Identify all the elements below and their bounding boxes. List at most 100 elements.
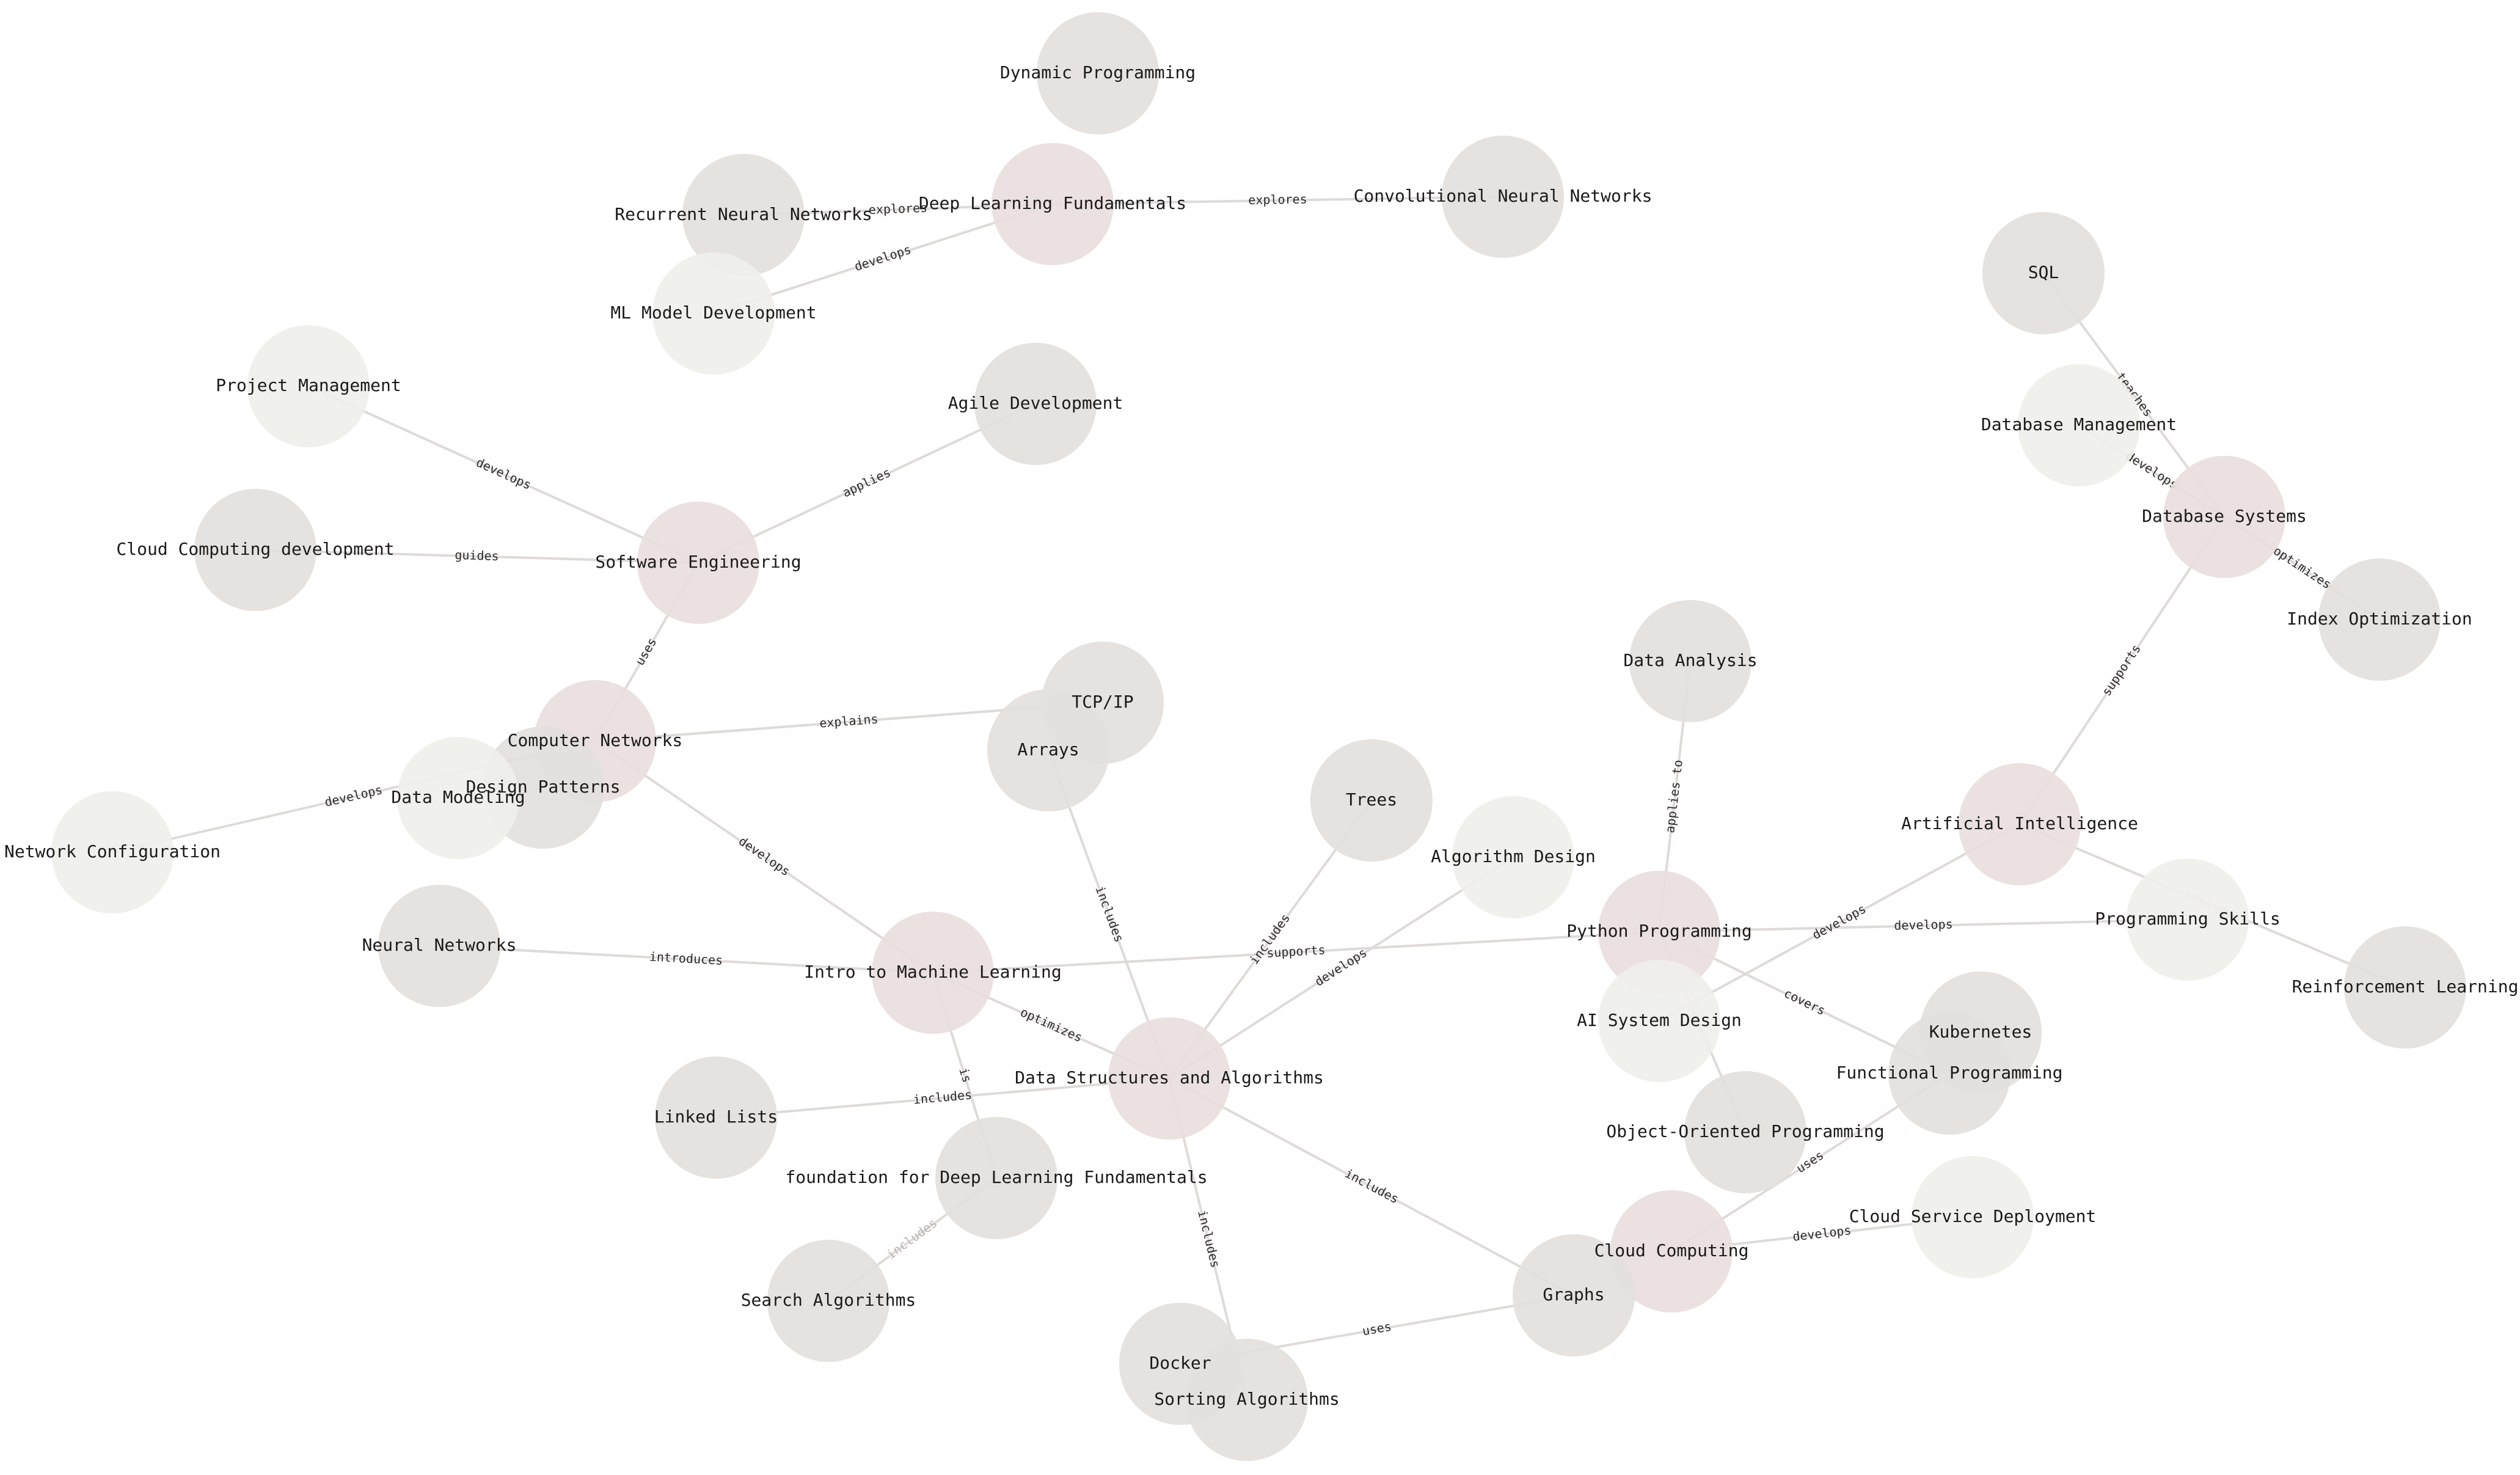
edge-label: includes: [1092, 884, 1127, 945]
node-label-data-structures-and-algorithms: Data Structures and Algorithms: [1015, 1067, 1324, 1088]
node-ml-model-development[interactable]: [652, 252, 775, 375]
edge-label: applies to: [1662, 759, 1685, 833]
node-data-analysis[interactable]: [1629, 600, 1751, 722]
node-algorithm-design[interactable]: [1452, 796, 1574, 918]
node-foundation-for-deep-learning-fundamentals[interactable]: [935, 1117, 1057, 1239]
node-object-oriented-programming[interactable]: [1684, 1071, 1806, 1193]
node-label-arrays: Arrays: [1017, 739, 1079, 759]
edge-label: supports: [2099, 642, 2144, 698]
node-label-cloud-service-deployment: Cloud Service Deployment: [1849, 1206, 2097, 1226]
node-neural-networks[interactable]: [378, 885, 500, 1007]
edge-label: explains: [819, 711, 878, 730]
edge-label: develops: [853, 242, 913, 274]
node-agile-development[interactable]: [974, 343, 1097, 465]
edge-label: introduces: [649, 949, 723, 968]
node-label-dynamic-programming: Dynamic Programming: [1000, 62, 1196, 82]
node-label-reinforcement-learning: Reinforcement Learning: [2292, 976, 2519, 997]
node-convolutional-neural-networks[interactable]: [1442, 136, 1564, 258]
node-data-structures-and-algorithms[interactable]: [1108, 1017, 1230, 1140]
node-label-ai-system-design: AI System Design: [1577, 1010, 1742, 1030]
edge-python-programming-to-programming-skills: [1659, 918, 2188, 933]
edge-label: is: [956, 1066, 974, 1084]
node-label-software-engineering: Software Engineering: [595, 552, 801, 572]
node-trees[interactable]: [1310, 739, 1433, 862]
node-deep-learning-fundamentals[interactable]: [992, 143, 1114, 265]
node-cloud-computing-development[interactable]: [194, 489, 316, 611]
edge-data-structures-and-algorithms-to-graphs: [1169, 1077, 1574, 1297]
node-project-management[interactable]: [247, 325, 370, 447]
node-functional-programming[interactable]: [1888, 1012, 2011, 1135]
node-layer: [51, 12, 2466, 1461]
node-cloud-computing[interactable]: [1610, 1190, 1733, 1312]
node-label-data-analysis: Data Analysis: [1623, 650, 1757, 670]
edge-label: optimizes: [2271, 543, 2334, 592]
node-label-object-oriented-programming: Object-Oriented Programming: [1606, 1121, 1884, 1141]
node-database-management[interactable]: [2018, 364, 2140, 486]
node-label-database-systems: Database Systems: [2142, 506, 2307, 526]
node-label-programming-skills: Programming Skills: [2095, 909, 2280, 929]
node-ai-system-design[interactable]: [1598, 960, 1720, 1082]
node-network-configuration[interactable]: [51, 791, 173, 913]
edge-software-engineering-to-agile-development: [698, 403, 1036, 564]
edge-label: includes: [884, 1215, 940, 1262]
node-label-sorting-algorithms: Sorting Algorithms: [1154, 1389, 1339, 1409]
edge-label: guides: [455, 547, 499, 563]
node-label-python-programming: Python Programming: [1566, 921, 1751, 941]
edge-label: supports: [1266, 942, 1326, 960]
node-index-optimization[interactable]: [2318, 558, 2441, 681]
node-search-algorithms[interactable]: [767, 1240, 889, 1362]
edge-deep-learning-fundamentals-to-convolutional-neural-networks: [1052, 196, 1503, 205]
edge-label: develops: [323, 782, 384, 810]
node-artificial-intelligence[interactable]: [1959, 763, 2081, 885]
node-label-network-configuration: Network Configuration: [4, 841, 221, 862]
node-dynamic-programming[interactable]: [1037, 12, 1159, 134]
node-reinforcement-learning[interactable]: [2344, 926, 2466, 1049]
edge-label: develops: [736, 833, 793, 879]
node-label-agile-development: Agile Development: [948, 393, 1123, 413]
edge-label: develops: [1792, 1223, 1852, 1244]
edge-intro-to-machine-learning-to-python-programming: [932, 931, 1660, 974]
edge-label: covers: [1781, 986, 1827, 1018]
node-label-database-management: Database Management: [1981, 414, 2177, 434]
node-label-data-modeling: Data Modeling: [391, 787, 525, 807]
node-graphs[interactable]: [1513, 1234, 1635, 1356]
node-label-design-patterns: Design Patterns: [466, 777, 621, 797]
node-database-systems[interactable]: [2163, 456, 2285, 578]
node-label-neural-networks: Neural Networks: [362, 935, 517, 955]
node-recurrent-neural-networks[interactable]: [682, 154, 805, 276]
node-label-docker: Docker: [1149, 1353, 1211, 1373]
node-label-search-algorithms: Search Algorithms: [741, 1290, 916, 1310]
node-software-engineering[interactable]: [637, 502, 759, 624]
node-intro-to-machine-learning[interactable]: [872, 912, 994, 1034]
node-label-ml-model-development: ML Model Development: [610, 302, 816, 323]
node-data-modeling[interactable]: [397, 737, 519, 859]
node-label-functional-programming: Functional Programming: [1836, 1063, 2063, 1083]
node-linked-lists[interactable]: [655, 1056, 777, 1179]
node-label-sql: SQL: [2028, 262, 2059, 282]
node-label-convolutional-neural-networks: Convolutional Neural Networks: [1354, 186, 1653, 206]
node-label-index-optimization: Index Optimization: [2287, 609, 2472, 629]
node-programming-skills[interactable]: [2127, 858, 2249, 981]
node-label-cloud-computing-development: Cloud Computing development: [116, 539, 394, 559]
node-python-programming[interactable]: [1598, 871, 1720, 993]
node-label-cloud-computing: Cloud Computing: [1594, 1240, 1749, 1261]
node-label-deep-learning-fundamentals: Deep Learning Fundamentals: [919, 193, 1186, 213]
edge-neural-networks-to-intro-to-machine-learning: [439, 945, 933, 974]
node-sorting-algorithms[interactable]: [1186, 1339, 1308, 1461]
edge-project-management-to-software-engineering: [308, 385, 699, 564]
node-label-artificial-intelligence: Artificial Intelligence: [1901, 813, 2138, 833]
node-arrays[interactable]: [987, 689, 1109, 811]
edge-computer-networks-to-intro-to-machine-learning: [594, 740, 934, 974]
edge-label: explores: [868, 200, 927, 217]
node-cloud-service-deployment[interactable]: [1912, 1156, 2034, 1278]
edge-cloud-computing-development-to-software-engineering: [255, 549, 699, 564]
edge-label: develops: [1894, 917, 1953, 932]
edge-database-systems-to-artificial-intelligence: [2018, 516, 2226, 825]
node-label-project-management: Project Management: [216, 375, 401, 395]
node-sql[interactable]: [1982, 212, 2105, 334]
edge-label: includes: [913, 1087, 973, 1107]
edge-label: develops: [1810, 901, 1868, 942]
node-label-computer-networks: Computer Networks: [508, 730, 683, 750]
node-label-recurrent-neural-networks: Recurrent Neural Networks: [615, 204, 872, 224]
